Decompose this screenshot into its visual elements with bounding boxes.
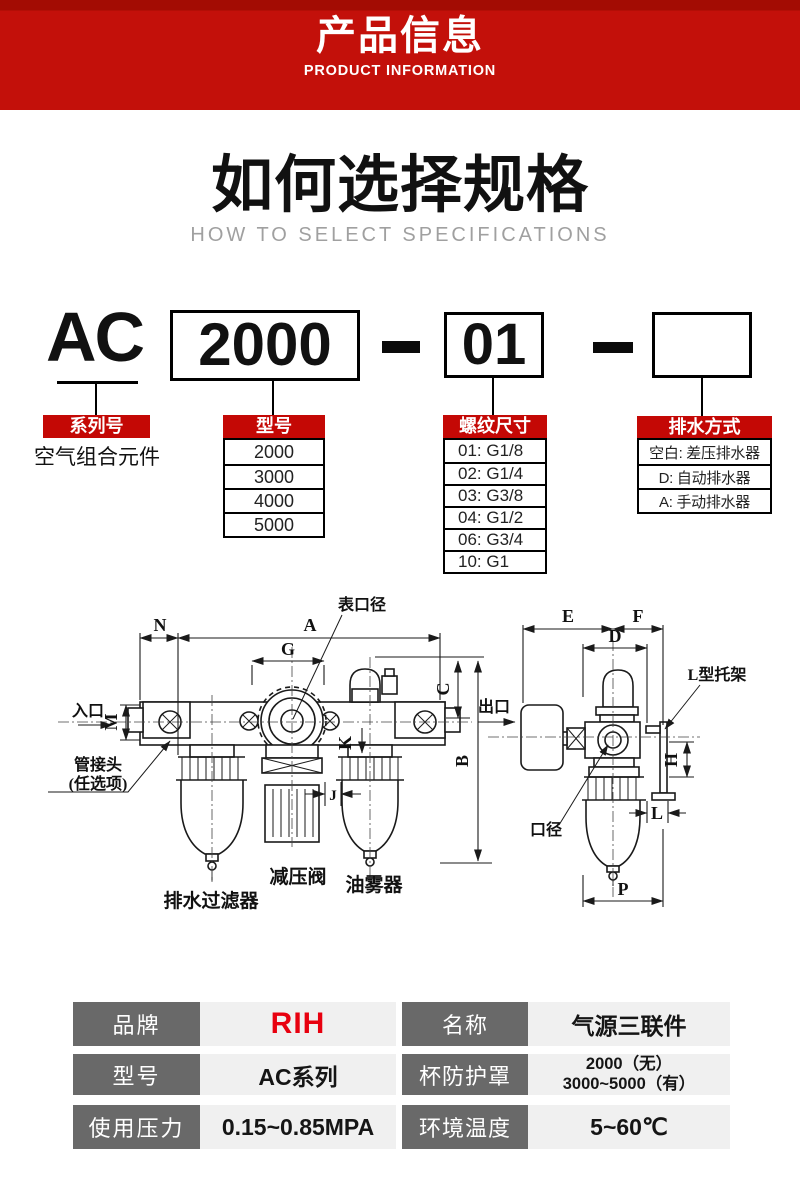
spec-label-model: 型号 [73, 1054, 200, 1095]
side-body [584, 721, 641, 759]
dim-label-g: G [281, 639, 295, 659]
connector-line [95, 384, 97, 415]
dim-label-p: P [618, 879, 629, 899]
dim-label-b: B [452, 755, 472, 767]
dash-separator [593, 342, 633, 353]
model-prefix: AC [46, 298, 145, 376]
label-l-bracket: L型托架 [688, 665, 747, 684]
spec-gap [396, 1054, 402, 1095]
product-info-banner: 产品信息 PRODUCT INFORMATION [0, 0, 800, 110]
spec-gap [396, 1002, 402, 1046]
dim-label-k: K [335, 736, 355, 750]
spec-value-pressure: 0.15~0.85MPA [200, 1105, 396, 1149]
label-pipe-fitting-option: (任选项) [69, 774, 128, 793]
model-prefix-underline [57, 381, 138, 384]
table-row: 04: G1/2 [445, 506, 545, 528]
label-gauge-port: 表口径 [337, 595, 386, 614]
table-row: 5000 [225, 512, 323, 536]
model-options-table: 2000 3000 4000 5000 [223, 438, 325, 538]
dim-label-j: J [329, 788, 337, 804]
spec-label-pressure: 使用压力 [73, 1105, 200, 1149]
label-outlet: 出口 [478, 697, 510, 716]
table-row: 3000 [225, 464, 323, 488]
spec-gap [396, 1105, 402, 1149]
label-bore: 口径 [530, 820, 562, 839]
label-pipe-fitting: 管接头 [74, 755, 122, 774]
column-header-thread: 螺纹尺寸 [443, 415, 547, 438]
spec-value-name: 气源三联件 [528, 1002, 730, 1046]
cup-guard-line1: 2000（无） [585, 1054, 673, 1073]
table-row: 02: G1/4 [445, 462, 545, 484]
thread-options-table: 01: G1/8 02: G1/4 03: G3/8 04: G1/2 06: … [443, 438, 547, 574]
connector-line [272, 381, 274, 415]
section-title: 如何选择规格 [210, 151, 589, 220]
spec-row-model-cover: 型号 AC系列 杯防护罩 2000（无） 3000~5000（有） [73, 1054, 730, 1095]
table-row: D: 自动排水器 [639, 464, 770, 488]
label-lubricator: 油雾器 [345, 874, 403, 896]
label-regulator: 减压阀 [269, 865, 326, 888]
table-row: 06: G3/4 [445, 528, 545, 550]
dim-label-l: L [651, 803, 663, 823]
front-view-drawing: N A G 表口径 入口 M C B [48, 595, 492, 912]
model-box-size: 2000 [170, 310, 360, 381]
dim-label-c: C [433, 683, 453, 696]
table-row: 03: G3/8 [445, 484, 545, 506]
connector-line [492, 378, 494, 416]
label-drain-filter: 排水过滤器 [163, 889, 259, 912]
spec-label-temperature: 环境温度 [402, 1105, 528, 1149]
table-row: 空白: 差压排水器 [649, 444, 760, 462]
dim-label-n: N [154, 615, 167, 635]
column-header-drain: 排水方式 [637, 416, 772, 438]
spec-label-cup-guard: 杯防护罩 [402, 1054, 528, 1095]
dim-label-f: F [633, 606, 644, 626]
spec-value-cup-guard: 2000（无） 3000~5000（有） [528, 1054, 730, 1095]
side-view-drawing: E F D 出口 L型托架 H L 口径 [478, 606, 746, 907]
model-box-drain [652, 312, 752, 378]
dim-label-d: D [609, 626, 622, 646]
drain-options-table: 空白: 差压排水器 D: 自动排水器 A: 手动排水器 [637, 438, 772, 514]
technical-drawing: N A G 表口径 入口 M C B [48, 595, 746, 912]
column-header-model: 型号 [223, 415, 325, 438]
series-note: 空气组合元件 [34, 446, 160, 469]
spec-label-brand: 品牌 [73, 1002, 200, 1046]
table-row: A: 手动排水器 [639, 488, 770, 512]
section-subtitle: HOW TO SELECT SPECIFICATIONS [190, 224, 610, 246]
table-row: 4000 [225, 488, 323, 512]
table-row: 2000 [253, 441, 295, 462]
spec-value-model: AC系列 [200, 1054, 396, 1095]
dim-label-m: M [101, 714, 121, 731]
model-box-thread: 01 [444, 312, 544, 378]
spec-value-temperature: 5~60℃ [528, 1105, 730, 1149]
brand-logo: RIH [200, 1002, 396, 1046]
table-row: 01: G1/8 [458, 441, 524, 460]
column-header-series: 系列号 [43, 415, 150, 438]
label-inlet: 入口 [72, 702, 104, 720]
side-dome [602, 669, 634, 708]
dim-label-h: H [661, 753, 681, 767]
spec-label-name: 名称 [402, 1002, 528, 1046]
cup-guard-line2: 3000~5000（有） [562, 1074, 696, 1093]
banner-title: 产品信息 [316, 14, 484, 58]
side-gauge [520, 704, 564, 771]
dim-label-a: A [304, 615, 317, 635]
dim-label-e: E [562, 606, 574, 626]
connector-line [701, 378, 703, 416]
table-row: 10: G1 [445, 550, 545, 572]
filter-bowl [176, 756, 247, 881]
spec-row-brand-name: 品牌 RIH 名称 气源三联件 [73, 1002, 730, 1046]
banner-subtitle: PRODUCT INFORMATION [303, 63, 497, 79]
dash-separator [382, 341, 420, 353]
spec-row-pressure-temp: 使用压力 0.15~0.85MPA 环境温度 5~60℃ [73, 1105, 730, 1149]
